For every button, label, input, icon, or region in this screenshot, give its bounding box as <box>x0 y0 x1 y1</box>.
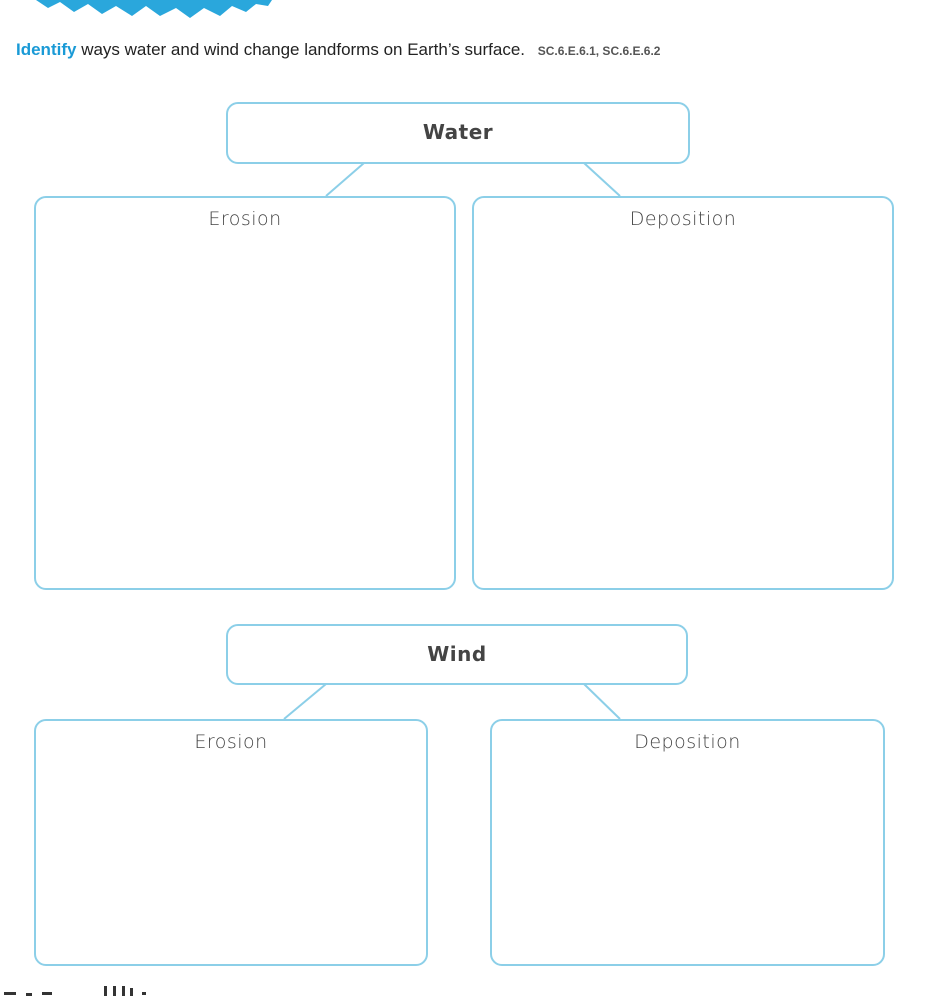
wind-erosion-label: Erosion <box>194 731 268 753</box>
wind-deposition-label: Deposition <box>634 731 741 753</box>
water-title-box: Water <box>226 102 690 164</box>
water-deposition-label: Deposition <box>629 208 737 230</box>
water-left-connector <box>325 162 365 197</box>
wind-left-connector <box>283 683 327 720</box>
wind-title: Wind <box>427 642 487 666</box>
standards-codes: SC.6.E.6.1, SC.6.E.6.2 <box>537 44 661 58</box>
wind-right-connector <box>583 683 621 720</box>
cropped-heading-fragment <box>4 986 146 996</box>
wind-title-box: Wind <box>226 624 688 685</box>
wind-erosion-box[interactable]: Erosion <box>34 719 428 966</box>
water-erosion-box[interactable]: Erosion <box>34 196 456 590</box>
zigzag-banner-icon <box>36 0 272 18</box>
water-erosion-label: Erosion <box>208 208 282 230</box>
instruction-verb: Identify <box>16 40 77 59</box>
water-right-connector <box>583 162 621 197</box>
instruction-body: ways water and wind change landforms on … <box>81 40 525 59</box>
water-title: Water <box>422 120 494 144</box>
water-deposition-box[interactable]: Deposition <box>472 196 894 590</box>
instruction-text: Identify ways water and wind change land… <box>16 40 896 60</box>
wind-deposition-box[interactable]: Deposition <box>490 719 885 966</box>
